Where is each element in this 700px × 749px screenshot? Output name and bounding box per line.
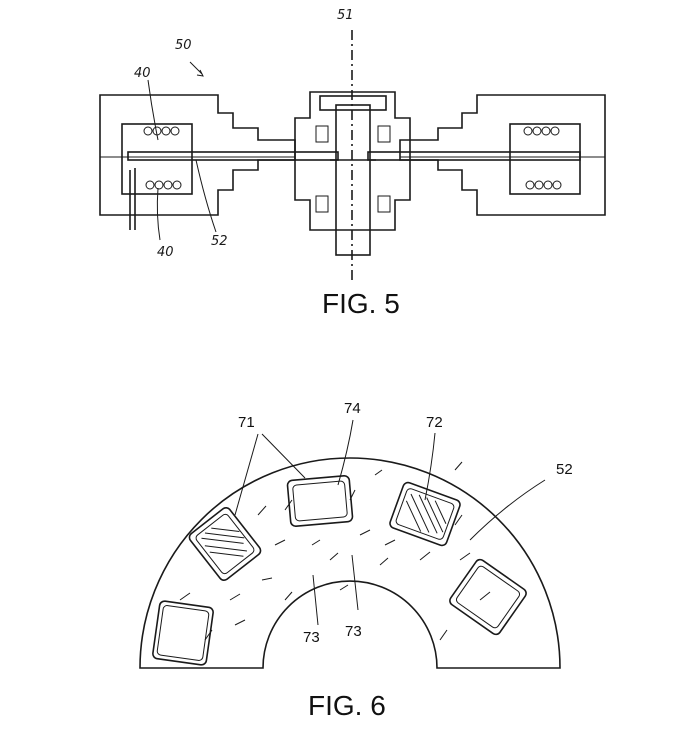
core-texture-marks [180, 462, 512, 640]
left-rotor-disc [128, 152, 338, 160]
fig6-label-71: 71 [238, 414, 255, 431]
leader-40-bottom [157, 188, 160, 240]
leader-71-a [235, 434, 258, 515]
left-lower-winding [146, 181, 181, 189]
right-upper-winding [524, 127, 559, 135]
slot-2-hatched [187, 506, 262, 582]
fig6-label-72: 72 [426, 414, 443, 431]
leader-71-b [262, 434, 305, 478]
slot-4-hatched [389, 481, 462, 547]
fig5-label-40-bottom: 40 [157, 245, 174, 260]
fig5-label-51: 51 [337, 8, 354, 23]
upper-right-bearing [378, 126, 390, 142]
fig6-label-52: 52 [556, 461, 573, 478]
fig6-label-73-left: 73 [303, 629, 320, 646]
lower-left-bearing [316, 196, 328, 212]
lower-right-bearing [378, 196, 390, 212]
fig6-caption: FIG. 6 [308, 690, 386, 721]
central-shaft [336, 105, 370, 255]
right-lower-winding [526, 181, 561, 189]
upper-left-bearing [316, 126, 328, 142]
leader-50-arrow [197, 70, 203, 76]
fig5-caption: FIG. 5 [322, 288, 400, 319]
fig6-label-74: 74 [344, 400, 361, 417]
leader-52 [196, 160, 216, 232]
hub-top-cap [320, 96, 386, 110]
slot-5-empty [448, 558, 528, 637]
fig5-label-52: 52 [211, 234, 228, 249]
fig5-label-50: 50 [175, 38, 192, 53]
slot-1-empty [152, 601, 214, 666]
leader-52-fig6 [470, 480, 545, 540]
fig5-drawing: 40 50 51 40 52 FIG. 5 [100, 8, 605, 319]
fig6-drawing: 71 74 72 52 73 73 FIG. 6 [140, 400, 573, 721]
fig5-label-40-top: 40 [134, 66, 151, 81]
leader-73-left [313, 575, 318, 625]
right-housing [400, 95, 605, 215]
fig6-label-73-right: 73 [345, 623, 362, 640]
leader-73-right [352, 555, 358, 610]
leader-50 [190, 62, 202, 74]
left-upper-winding [144, 127, 179, 135]
